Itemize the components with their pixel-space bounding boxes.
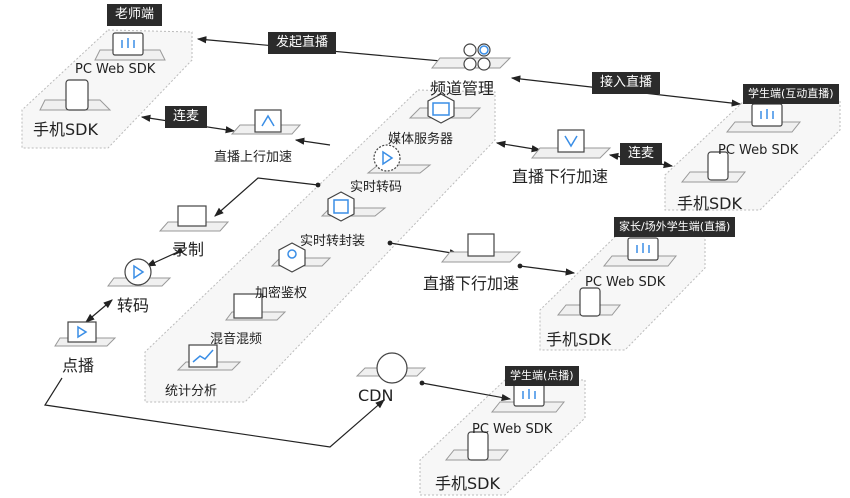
realtime-remux-label: 实时转封装 [300,234,366,249]
parent-mobile-label: 手机SDK [546,330,611,349]
start-live-edge-label: 发起直播 [268,32,337,54]
mixing-label: 混音混频 [210,332,263,347]
join-live-edge-label: 接入直播 [592,72,661,94]
downlink-bottom-label: 直播下行加速 [423,274,520,293]
realtime-transcode-icon [373,144,401,172]
student-vod-title: 学生端(点播) [505,366,579,386]
co-host-left-label: 连麦 [165,106,208,128]
teacher-mobile-label: 手机SDK [33,120,98,139]
media-server-label: 媒体服务器 [388,132,454,147]
teacher-phone-icon [65,79,89,111]
transcode-icon [124,258,152,286]
transcode-label: 转码 [117,296,150,315]
record-label: 录制 [172,240,205,259]
co-host-right-label: 连麦 [620,143,663,165]
teacher-pc-label: PC Web SDK [75,62,156,77]
parent-pc-label: PC Web SDK [585,275,666,290]
uplink-label: 直播上行加速 [214,150,293,165]
student-vod-pc-label: PC Web SDK [472,422,553,437]
vod-phone-icon [467,431,489,461]
cdn-icon [376,352,408,384]
realtime-transcode-label: 实时转码 [350,180,403,195]
mixing-icon [233,293,263,319]
downlink-top-label: 直播下行加速 [512,167,609,186]
record-icon [177,205,207,227]
student-vod-mobile-label: 手机SDK [435,474,500,493]
channel-label: 频道管理 [430,79,495,98]
downlink-top-icon [557,129,585,153]
parent-phone-icon [579,287,601,317]
cdn-label: CDN [358,386,394,405]
student-phone-icon [707,151,729,181]
student-interactive-pc-label: PC Web SDK [718,143,799,158]
vod-icon [67,321,97,343]
auth-label: 加密鉴权 [255,286,308,301]
student-interactive-mobile-label: 手机SDK [677,194,742,213]
realtime-remux-icon [327,191,355,222]
student-interactive-title: 学生端(互动直播) [743,84,839,104]
teacher-group-title: 老师端 [107,4,163,26]
stats-label: 统计分析 [165,384,218,399]
downlink-bottom-icon [467,233,495,257]
uplink-icon [254,109,282,133]
vod-label: 点播 [62,356,95,375]
parent-title: 家长/场外学生端(直播) [614,217,736,237]
stats-icon [188,344,218,368]
